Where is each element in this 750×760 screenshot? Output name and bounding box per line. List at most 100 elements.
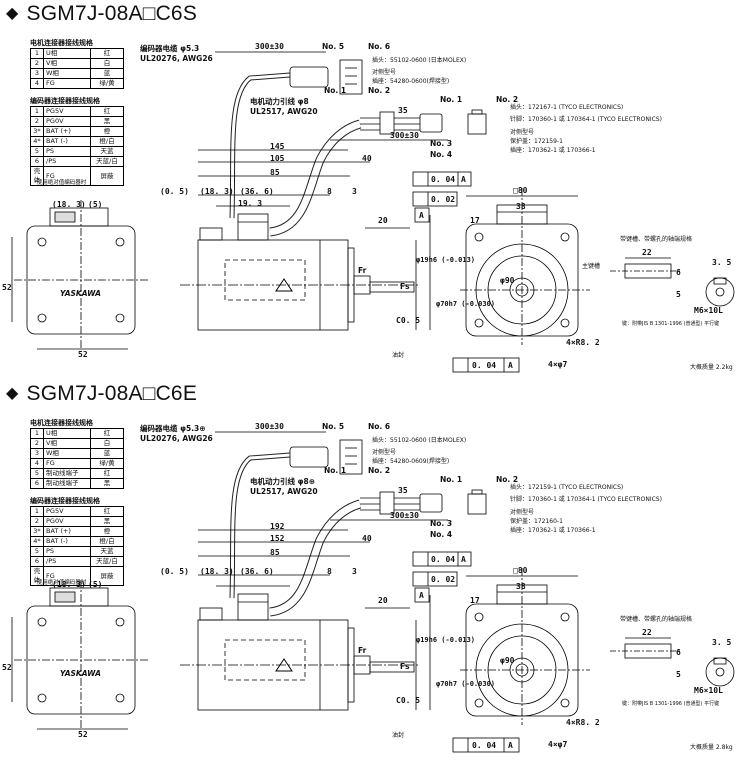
dim-square-80: □80 bbox=[513, 186, 528, 195]
tolerance-0-04-bottom: 0. 04 bbox=[472, 361, 497, 370]
power-table-title: 电机连接器接线规格 bbox=[30, 39, 93, 47]
dim-4xr8-2: 4×R8. 2 bbox=[566, 338, 600, 347]
table-cell: 4 bbox=[30, 78, 44, 89]
connector-no4: No. 4 bbox=[430, 530, 453, 539]
oil-seal-label: 油封 bbox=[392, 732, 405, 739]
back-view bbox=[11, 580, 148, 730]
table-cell: 红 bbox=[90, 106, 124, 117]
table-cell: 3 bbox=[30, 448, 44, 459]
table-cell: 3* bbox=[30, 526, 44, 537]
dim-key-5: 5 bbox=[676, 290, 681, 299]
dim-key-6: 6 bbox=[676, 268, 681, 277]
datum-a-top: A bbox=[461, 175, 466, 184]
table-cell: 3 bbox=[30, 68, 44, 79]
encoder-connector bbox=[215, 51, 363, 95]
table-row: 3*BAT (+)橙 bbox=[30, 126, 124, 137]
power-cap-part: 保护盖：172160-1 bbox=[510, 518, 563, 525]
power-cable-label: 电机动力引线 φ8 bbox=[250, 97, 309, 106]
dim-4xr8-2: 4×R8. 2 bbox=[566, 718, 600, 727]
table-cell: 4* bbox=[30, 536, 44, 547]
keyway-detail bbox=[610, 637, 735, 687]
table-cell: /PS bbox=[43, 156, 91, 167]
main-keyway-label: 主键槽 bbox=[582, 263, 601, 270]
back-view bbox=[11, 200, 148, 350]
table-cell: 屏蔽 bbox=[90, 166, 124, 186]
table-cell: 天蓝/白 bbox=[90, 156, 124, 167]
force-fr-label: Fr bbox=[358, 646, 367, 655]
table-row: 4*BAT (-)橙/白 bbox=[30, 536, 124, 547]
dim-17: 17 bbox=[470, 596, 480, 605]
dim-20: 20 bbox=[378, 596, 388, 605]
dim-square-80: □80 bbox=[513, 566, 528, 575]
dim-40: 40 bbox=[362, 534, 372, 543]
table-row: 3*BAT (+)橙 bbox=[30, 526, 124, 537]
dim-52-vertical: 52 bbox=[2, 663, 12, 672]
table-cell: 制动线端子 bbox=[43, 468, 91, 479]
table-cell: 黑 bbox=[90, 116, 124, 127]
dim-300-power: 300±30 bbox=[390, 511, 419, 520]
dim-5-back: (5) bbox=[88, 580, 103, 589]
table-cell: PS bbox=[43, 546, 91, 557]
table-cell: V相 bbox=[43, 438, 91, 449]
connector-no2-enc: No. 2 bbox=[368, 466, 391, 475]
dim-4xphi7: 4×φ7 bbox=[548, 360, 568, 369]
dim-35: 35 bbox=[398, 486, 408, 495]
oil-seal-label: 油封 bbox=[392, 352, 405, 359]
dim-18-3-back: (18. 3) bbox=[52, 200, 86, 209]
connector-no3: No. 3 bbox=[430, 139, 453, 148]
power-socket-part: 插座：170362-1 或 170366-1 bbox=[510, 147, 596, 154]
brand-logo-text: YASKAWA bbox=[60, 669, 101, 678]
table-cell: 4* bbox=[30, 136, 44, 147]
dim-m6x10l: M6×10L bbox=[694, 306, 723, 315]
dim-phi-70: φ70h7 (-0.030) bbox=[436, 680, 496, 688]
connector-no2-enc: No. 2 bbox=[368, 86, 391, 95]
power-plug-part: 插头：172167-1 (TYCO ELECTRONICS) bbox=[510, 104, 624, 111]
table-cell: 3* bbox=[30, 126, 44, 137]
dim-key-22: 22 bbox=[642, 248, 652, 257]
table-cell: 制动线端子 bbox=[43, 478, 91, 489]
dim-38: 38 bbox=[516, 582, 526, 591]
connector-no1-enc: No. 1 bbox=[324, 466, 347, 475]
dim-key-3-5: 3. 5 bbox=[712, 258, 732, 267]
dim-36-6: (36. 6) bbox=[240, 187, 274, 196]
model-title-text: SGM7J-08A□C6S bbox=[26, 2, 198, 25]
panel-sgm7j-c6e: ◆SGM7J-08A□C6E bbox=[0, 380, 750, 760]
tolerance-0-02: 0. 02 bbox=[431, 575, 456, 584]
tolerance-0-04-top: 0. 04 bbox=[431, 555, 456, 564]
dim-c0-5: C0. 5 bbox=[396, 316, 421, 325]
table-cell: 蓝 bbox=[90, 68, 124, 79]
table-cell: 绿/黄 bbox=[90, 78, 124, 89]
dim-phi-19: φ19h6 (-0.013) bbox=[416, 256, 476, 264]
connector-no2-pow: No. 2 bbox=[496, 475, 519, 484]
encoder-cable-label: 编码器电缆 φ5.3⊕ bbox=[140, 424, 206, 433]
table-cell: 4 bbox=[30, 458, 44, 469]
drawing-canvas bbox=[11, 51, 735, 373]
table-cell: W相 bbox=[43, 68, 91, 79]
table-cell: 蓝 bbox=[90, 448, 124, 459]
dim-overall-length: 192 bbox=[270, 522, 285, 531]
table-cell: FG bbox=[43, 566, 91, 586]
table-cell: 黑 bbox=[90, 478, 124, 489]
dim-phi-70: φ70h7 (-0.030) bbox=[436, 300, 496, 308]
dim-key-6: 6 bbox=[676, 648, 681, 657]
dim-3: 3 bbox=[352, 567, 357, 576]
dim-17: 17 bbox=[470, 216, 480, 225]
dim-8: 8 bbox=[327, 567, 332, 576]
connector-no2-pow: No. 2 bbox=[496, 95, 519, 104]
keyway-detail bbox=[610, 257, 735, 307]
table-cell: 橙/白 bbox=[90, 536, 124, 547]
